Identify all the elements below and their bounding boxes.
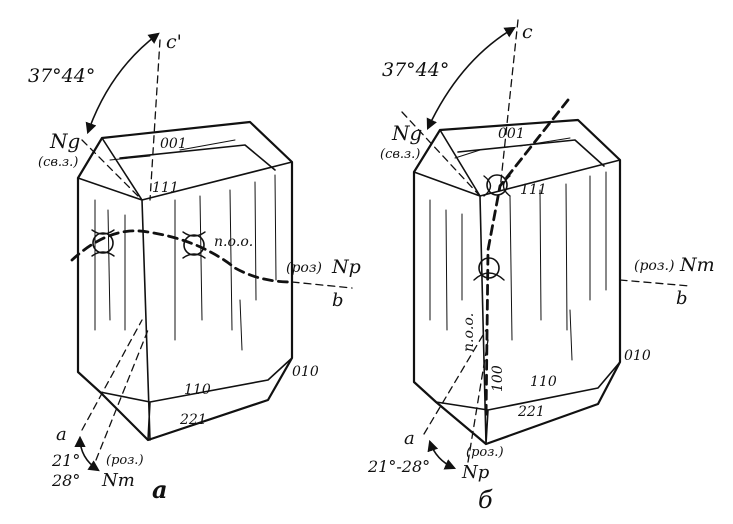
angle-arc-top-a [88, 34, 158, 132]
optic-arrows-a-2 [183, 232, 205, 258]
label-axis-c-a: c' [166, 31, 182, 53]
label-face-111-a: 111 [152, 180, 179, 196]
label-axis-a-a: a [56, 424, 67, 445]
label-nm-note-b: (роз.) [634, 258, 674, 274]
label-axis-a-b: a [404, 428, 415, 449]
figure-a: 37°44° c' Ng (св.з.) 001 111 п.о.о. (роз… [28, 31, 361, 504]
axis-c-a [150, 40, 160, 200]
label-face-010-a: 010 [292, 364, 319, 380]
angle-arc-bottom-a [80, 438, 98, 470]
label-angle-top-b: 37°44° [382, 59, 449, 81]
label-face-111-b: 111 [520, 182, 547, 198]
crystal-b-striations [430, 138, 606, 360]
label-nm-a: Nm [101, 470, 135, 491]
label-face-110-b: 110 [530, 374, 557, 390]
label-optic-plane-a: п.о.о. [214, 234, 253, 250]
caption-a: а [152, 475, 168, 504]
label-nm-note-a: (роз.) [106, 453, 144, 468]
label-axis-b-a: b [332, 290, 344, 311]
label-face-001-a: 001 [160, 136, 187, 152]
optic-plane-a [72, 231, 292, 282]
label-face-001-b: 001 [498, 126, 525, 142]
label-face-221-b: 221 [517, 404, 545, 420]
label-face-221-a: 221 [179, 412, 207, 428]
optic-arrows-b-1 [484, 176, 510, 196]
label-axis-c-b: c [522, 21, 533, 43]
figure-b: 37°44° c Ng (св.з.) 001 111 п.о.о. 100 (… [367, 20, 715, 514]
label-ng-b: Ng [391, 121, 422, 145]
label-np-note-b: (роз.) [466, 445, 504, 460]
label-angle-bottom-b: 21°-28° [367, 457, 430, 476]
label-ng-note-b: (св.з.) [380, 147, 420, 162]
label-ng-note-a: (св.з.) [38, 155, 78, 170]
label-axis-b-b: b [676, 288, 688, 309]
label-angle-bottom-2-a: 28° [51, 471, 80, 490]
label-angle-bottom-1-a: 21° [51, 451, 80, 470]
crystal-b-top-edges [414, 130, 620, 444]
label-angle-top-a: 37°44° [28, 65, 95, 87]
axis-a-a [82, 320, 142, 430]
label-face-100-b: 100 [490, 365, 506, 392]
label-face-010-b: 010 [624, 348, 651, 364]
label-ng-a: Ng [49, 129, 80, 153]
label-np-note-a: (роз) [286, 260, 322, 276]
label-optic-plane-b: п.о.о. [461, 313, 477, 352]
label-nm-b: Nm [679, 254, 715, 276]
angle-arc-bottom-b [430, 442, 454, 468]
caption-b: б [478, 486, 493, 514]
label-np-b: Np [461, 462, 490, 483]
label-np-a: Np [331, 256, 361, 278]
axis-ng-a [82, 140, 142, 200]
axis-np-a [292, 282, 352, 288]
label-face-110-a: 110 [184, 382, 211, 398]
axis-nm-b [620, 280, 690, 286]
